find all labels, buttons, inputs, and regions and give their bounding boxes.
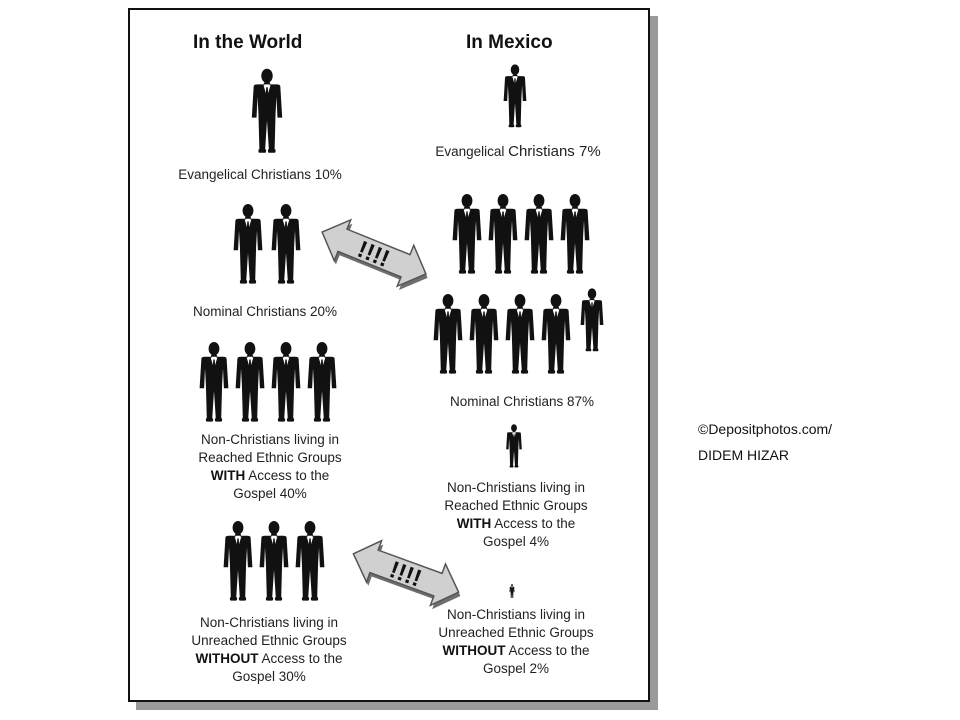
mexico-evangelical-label: Evangelical Christians 7% [398,143,638,161]
businessman-icon [521,188,557,280]
businessman-icon [304,336,340,428]
world-reached-line4: Gospel 40% [233,486,307,501]
mexico-unreached-line3: WITHOUT Access to the [406,642,626,660]
mexico-unreached-label: Non-Christians living in Unreached Ethni… [406,606,626,678]
businessman-icon [230,198,266,290]
mexico-reached-with: WITH [456,516,492,531]
businessman-icon [256,514,292,608]
businessman-icon [557,188,593,280]
mexico-evangelical-part1: Evangelical [435,144,509,159]
credit-line1: ©Depositphotos.com/ [698,421,833,437]
businessman-icon [220,514,256,608]
businessman-icon [466,288,502,380]
businessman-icon [485,188,521,280]
mexico-evangelical-part2: Christians 7% [508,143,601,160]
businessman-icon [502,288,538,380]
mexico-unreached-line4: Gospel 2% [482,661,550,676]
world-unreached-figures [220,514,328,608]
credit-line2: DIDEM HIZAR [698,447,789,463]
world-column-title: In the World [193,32,303,53]
world-reached-label: Non-Christians living in Reached Ethnic … [160,431,380,503]
businessman-icon [196,336,232,428]
world-reached-with: WITH [210,468,246,483]
businessman-icon [248,64,286,158]
businessman-icon [498,64,532,128]
mexico-reached-line3-rest: Access to the [491,516,576,531]
world-evangelical-label: Evangelical Christians 10% [178,167,342,182]
mexico-unreached-line3-rest: Access to the [505,643,590,658]
mexico-nominal-figures-row1 [449,188,593,280]
businessman-icon [538,288,574,380]
mexico-nominal-label: Nominal Christians 87% [449,394,595,409]
businessman-icon [268,198,304,290]
world-reached-line3: WITH Access to the [160,467,380,485]
businessman-icon [430,288,466,380]
world-unreached-without: WITHOUT [195,651,259,666]
mexico-reached-line4: Gospel 4% [482,534,550,549]
world-unreached-line4: Gospel 30% [232,669,306,684]
double-arrow-icon: !!!! [321,218,428,291]
mexico-reached-line2: Reached Ethnic Groups [444,498,588,513]
mexico-reached-line3: WITH Access to the [406,515,626,533]
world-unreached-line3: WITHOUT Access to the [154,650,384,668]
world-evangelical-figures [248,64,286,158]
businessman-icon [496,424,532,468]
mexico-reached-figures [496,424,532,468]
businessman-icon [292,514,328,608]
businessman-icon [449,188,485,280]
world-reached-line3-rest: Access to the [245,468,330,483]
world-nominal-label: Nominal Christians 20% [192,304,338,319]
businessman-icon [268,336,304,428]
businessman-icon [574,288,610,352]
mexico-reached-label: Non-Christians living in Reached Ethnic … [406,479,626,551]
mexico-unreached-line2: Unreached Ethnic Groups [438,625,594,640]
businessman-icon [232,336,268,428]
world-reached-line2: Reached Ethnic Groups [198,450,342,465]
mexico-evangelical-figures [498,64,532,128]
businessman-icon [508,584,522,598]
world-unreached-line2: Unreached Ethnic Groups [191,633,347,648]
mexico-unreached-figures [508,584,522,598]
world-reached-line1: Non-Christians living in [200,432,340,447]
mexico-nominal-figures-row2 [430,288,610,380]
world-reached-figures [196,336,340,428]
world-nominal-figures [230,198,304,290]
mexico-unreached-line1: Non-Christians living in [446,607,586,622]
mexico-column-title: In Mexico [466,32,553,53]
world-unreached-label: Non-Christians living in Unreached Ethni… [154,614,384,686]
double-arrow-icon: !!!! [352,539,461,610]
mexico-unreached-without: WITHOUT [442,643,506,658]
world-unreached-line1: Non-Christians living in [199,615,339,630]
world-unreached-line3-rest: Access to the [258,651,343,666]
mexico-reached-line1: Non-Christians living in [446,480,586,495]
